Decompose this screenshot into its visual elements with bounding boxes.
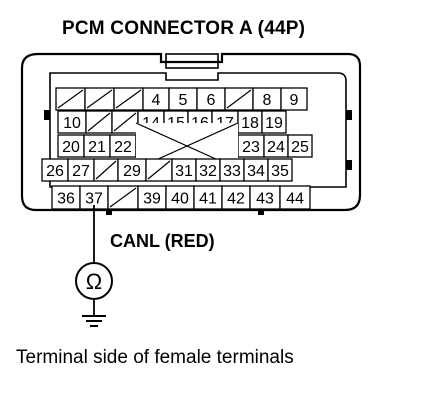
terminal-number: 22 [114, 139, 132, 156]
blank-terminal-slash [109, 187, 137, 208]
terminal-35 [267, 158, 293, 182]
blank-terminal-slash [113, 112, 137, 132]
terminal-number: 23 [242, 139, 260, 156]
blank-terminal-slash [115, 89, 142, 109]
terminal-number: 18 [241, 115, 259, 132]
terminal-number: 42 [227, 191, 245, 208]
terminal-number: 10 [63, 115, 81, 132]
terminal-number: 31 [175, 163, 193, 180]
terminal-number: 24 [267, 139, 285, 156]
terminal-number: 41 [199, 191, 217, 208]
terminal-number: 43 [256, 191, 274, 208]
terminal-number: 32 [199, 163, 217, 180]
terminal-number: 21 [88, 139, 106, 156]
terminal-number: 25 [291, 139, 309, 156]
right-lock-upper [346, 110, 352, 120]
right-lock-lower [346, 160, 352, 170]
terminal-number: 35 [271, 163, 289, 180]
blank-terminal-slash [87, 112, 111, 132]
terminal-number: 34 [247, 163, 265, 180]
connector-housing-inner [49, 72, 347, 188]
terminal-number: 5 [179, 92, 188, 109]
blank-terminal-slash [57, 89, 84, 109]
connector-title: PCM CONNECTOR A (44P) [62, 18, 306, 39]
blank-terminal-slash [226, 89, 252, 109]
left-lock-upper [44, 110, 50, 120]
terminal-19 [261, 110, 287, 134]
terminal-number: 6 [207, 92, 216, 109]
terminal-44 [279, 185, 311, 210]
connector-latch [165, 53, 219, 69]
terminal-number: 29 [123, 163, 141, 180]
connector-housing-outer [20, 52, 362, 212]
terminal-number: 27 [72, 163, 90, 180]
wire-label: CANL (RED) [110, 231, 215, 251]
terminal-9 [280, 87, 308, 111]
blank-terminal-slash [86, 89, 113, 109]
diagram-caption: Terminal side of female terminals [16, 347, 294, 368]
terminal-grid: 4568910141516171819202122232425262729313… [41, 87, 313, 210]
terminal-number: 33 [223, 163, 241, 180]
terminal-number: 36 [57, 191, 75, 208]
terminal-number: 26 [46, 163, 64, 180]
blank-terminal-slash [147, 160, 171, 180]
terminal-number: 44 [286, 191, 304, 208]
blank-terminal-slash [95, 160, 117, 180]
bottom-tab-left [106, 207, 112, 215]
terminal-number: 39 [143, 191, 161, 208]
terminal-number: 9 [290, 92, 299, 109]
terminal-number: 4 [152, 92, 161, 109]
ohm-icon: Ω [86, 269, 102, 294]
terminal-number: 19 [265, 115, 283, 132]
terminal-number: 20 [62, 139, 80, 156]
bottom-tab-right [258, 207, 264, 215]
terminal-number: 40 [171, 191, 189, 208]
terminal-number: 37 [85, 191, 103, 208]
terminal-number: 8 [263, 92, 272, 109]
terminal-25 [287, 134, 313, 158]
